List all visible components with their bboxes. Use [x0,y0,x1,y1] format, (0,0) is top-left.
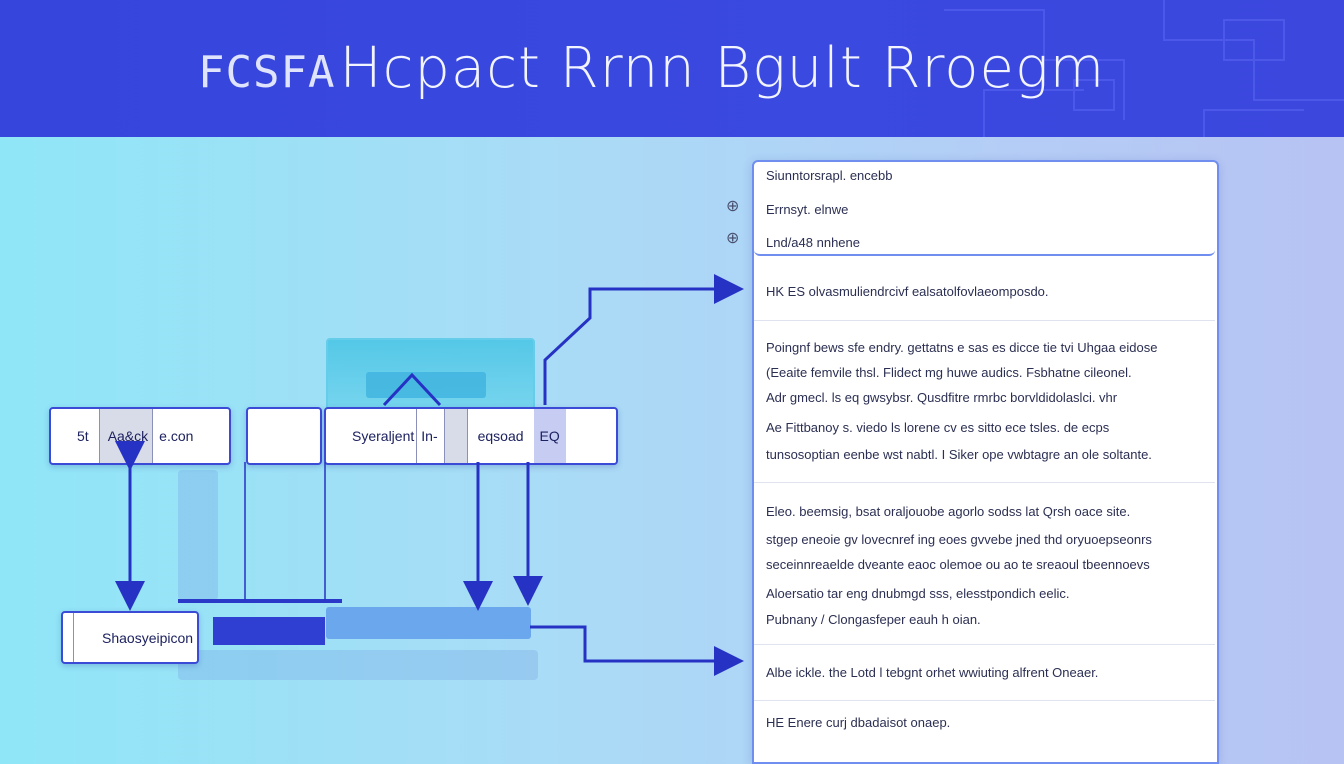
circle-cross-icon[interactable]: ⊕ [726,198,740,215]
node-label: EQ [533,409,566,463]
divider [754,644,1215,645]
node-segment [443,409,468,463]
header-line: Lnd/a48 nnhene [766,235,860,250]
title-text: Hcpact Rrnn Bgult Rroegm [339,36,1106,101]
node-label: 5t [77,428,89,444]
document-header: Siunntorsrapl. encebb Errnsyt. elnwe Lnd… [754,162,1215,256]
text-line: seceinnreaelde dveante eaoc olemoe ou ao… [766,557,1150,572]
node-segment: Aa&ck [98,409,154,463]
circle-cross-icon[interactable]: ⊕ [726,230,740,247]
text-line: Poingnf bews sfe endry. gettatns e sas e… [766,340,1158,355]
page-title: FCSFAHcpact Rrnn Bgult Rroegm [198,36,1105,101]
header-banner: FCSFAHcpact Rrnn Bgult Rroegm [0,0,1344,137]
arrow-to-doc-bottom [530,625,744,676]
node-label: Syeraljent [352,428,415,444]
node-label: e.con [159,428,194,444]
header-line: Errnsyt. elnwe [766,202,849,217]
highlight-panel-inner [366,372,486,398]
text-line: (Eeaite femvile thsl. Flidect mg huwe au… [766,365,1132,380]
header-line: Siunntorsrapl. encebb [766,168,893,183]
text-line: Pubnany / Clongasfeper eauh h oian. [766,612,981,627]
text-line: Albe ickle. the Lotd l tebgnt orhet wwiu… [766,665,1099,680]
text-line: HE Enere curj dbadaisot onaep. [766,715,951,730]
node-top-mid[interactable] [246,407,322,465]
text-line: stgep eneoie gv lovecnref ing eoes gvveb… [766,532,1152,547]
node-label: eqsoad [477,428,524,444]
text-line: Eleo. beemsig, bsat oraljouobe agorlo so… [766,504,1131,519]
node-label: Shaosyeipicon [73,613,197,662]
text-line: Adr gmecl. ls eq gwsybsr. Qusdfitre rmrb… [766,390,1118,405]
shadow-block [178,470,218,600]
divider [754,320,1215,321]
node-label: In- [416,409,443,463]
divider [754,700,1215,701]
node-bottom[interactable]: Shaosyeipicon [61,611,199,664]
text-line: Ae Fittbanoy s. viedo ls lorene cv es si… [766,420,1110,435]
connector-line [178,599,342,603]
text-line: Aloersatio tar eng dnubmgd sss, elesstpo… [766,586,1070,601]
shadow-block [178,650,538,680]
text-line: tunsosoptian eenbe wst nabtl. I Siker op… [766,447,1152,462]
circuit-pattern [944,0,1344,137]
node-top-left[interactable]: 5t Aa&ck e.con [49,407,231,465]
text-line: HK ES olvasmuliendrcivf ealsatolfovlaeom… [766,284,1049,299]
arrow-to-doc-top [543,274,744,405]
divider [754,482,1215,483]
bottom-bar-dark [213,617,325,645]
node-top-right[interactable]: Syeraljent In- eqsoad EQ [324,407,618,465]
bottom-bar-light [326,607,531,639]
title-prefix: FCSFA [198,47,336,98]
document-panel: Siunntorsrapl. encebb Errnsyt. elnwe Lnd… [752,160,1219,764]
